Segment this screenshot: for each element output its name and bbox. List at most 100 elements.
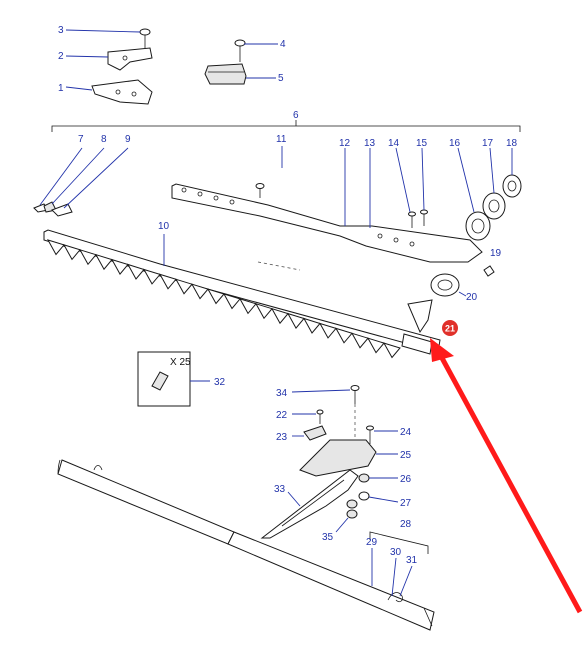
knife-section xyxy=(142,268,161,285)
knife-section xyxy=(206,288,225,305)
callout-8: 8 xyxy=(51,134,107,205)
label-14: 14 xyxy=(388,138,400,149)
nut-35 xyxy=(346,499,358,519)
callout-4: 4 xyxy=(244,39,286,50)
label-35: 35 xyxy=(322,532,334,543)
bolt-4 xyxy=(234,39,246,62)
callout-34: 34 xyxy=(276,388,351,399)
callout-10: 10 xyxy=(158,221,170,266)
callout-16: 16 xyxy=(449,138,475,213)
label-25: 25 xyxy=(400,450,412,461)
callout-32: 32 xyxy=(214,377,226,388)
label-21: 21 xyxy=(445,324,455,334)
knife-section xyxy=(222,293,241,310)
bolt-24 xyxy=(366,425,374,444)
label-10: 10 xyxy=(158,221,170,232)
callout-27: 27 xyxy=(368,496,412,509)
label-31: 31 xyxy=(406,555,418,566)
label-1: 1 xyxy=(58,83,64,94)
label-22: 22 xyxy=(276,410,288,421)
label-15: 15 xyxy=(416,138,428,149)
callout-25: 25 xyxy=(376,450,412,461)
callout-26: 26 xyxy=(369,474,412,485)
label-3: 3 xyxy=(58,25,64,36)
callout-18: 18 xyxy=(506,138,518,175)
knife-section xyxy=(286,312,305,329)
knife-section xyxy=(382,342,401,359)
callout-2: 2 xyxy=(58,51,109,62)
knife-section xyxy=(190,283,209,300)
callout-13: 13 xyxy=(364,138,376,228)
callout-28: 28 xyxy=(400,519,412,530)
label-9: 9 xyxy=(125,134,131,145)
label-23: 23 xyxy=(276,432,288,443)
bracket-28 xyxy=(369,531,429,554)
label-13: 13 xyxy=(364,138,376,149)
knife-section xyxy=(62,244,81,261)
knife-section xyxy=(126,263,145,280)
callout-15: 15 xyxy=(416,138,428,211)
label-11: 11 xyxy=(276,134,287,145)
label-8: 8 xyxy=(101,134,107,145)
knife-section xyxy=(94,253,113,271)
knife-section xyxy=(254,302,273,320)
knife-sections xyxy=(46,239,401,359)
knife-section xyxy=(174,278,193,295)
ring-20 xyxy=(430,273,460,297)
nut-26 xyxy=(358,473,370,483)
callout-17: 17 xyxy=(482,138,495,194)
bolt-14 xyxy=(408,211,416,228)
knife-head-plate-21 xyxy=(407,299,433,334)
clip-25 xyxy=(299,439,377,477)
label-4: 4 xyxy=(280,39,286,50)
dash-line xyxy=(257,261,301,271)
callout-7: 7 xyxy=(39,134,84,206)
bolt-3 xyxy=(139,28,151,48)
bearing-17 xyxy=(482,192,506,220)
bolt-22 xyxy=(316,409,324,424)
callout-19: 19 xyxy=(490,248,502,259)
pitman-arm-12 xyxy=(171,183,483,263)
label-6: 6 xyxy=(293,110,299,121)
washer-27 xyxy=(358,491,370,501)
callout-30: 30 xyxy=(390,547,402,597)
cutter-bar-29 xyxy=(57,459,435,631)
callout-3: 3 xyxy=(58,25,141,36)
callout-20: 20 xyxy=(458,291,478,303)
highlight-badge-21: 21 xyxy=(442,320,458,336)
knife-section xyxy=(46,239,65,256)
knife-section xyxy=(302,317,321,334)
knife-section xyxy=(366,337,385,354)
clip-5 xyxy=(204,63,247,85)
section-9 xyxy=(51,203,73,217)
label-26: 26 xyxy=(400,474,412,485)
knife-section xyxy=(110,258,129,275)
callout-31: 31 xyxy=(399,555,418,597)
callout-33: 33 xyxy=(274,484,301,507)
knife-section xyxy=(334,327,353,344)
label-28: 28 xyxy=(400,519,412,530)
label-24: 24 xyxy=(400,427,412,438)
callout-24: 24 xyxy=(374,427,412,438)
bolt-34 xyxy=(350,385,360,460)
callout-5: 5 xyxy=(246,73,284,84)
pin-11 xyxy=(255,183,265,198)
knife-section xyxy=(78,248,97,266)
knife-section xyxy=(158,273,177,290)
inset-quantity: X 25 xyxy=(170,357,191,368)
plate-23 xyxy=(303,425,327,441)
label-17: 17 xyxy=(482,138,494,149)
label-16: 16 xyxy=(449,138,461,149)
label-5: 5 xyxy=(278,73,284,84)
bolt-15 xyxy=(420,209,428,226)
callout-35: 35 xyxy=(322,517,349,543)
callout-1: 1 xyxy=(58,83,93,94)
label-7: 7 xyxy=(78,134,84,145)
grease-nipple-19 xyxy=(483,265,495,277)
callout-12: 12 xyxy=(339,138,351,226)
label-29: 29 xyxy=(366,537,378,548)
callout-6: 6 xyxy=(293,110,299,121)
label-30: 30 xyxy=(390,547,402,558)
bearing-16 xyxy=(465,211,491,241)
